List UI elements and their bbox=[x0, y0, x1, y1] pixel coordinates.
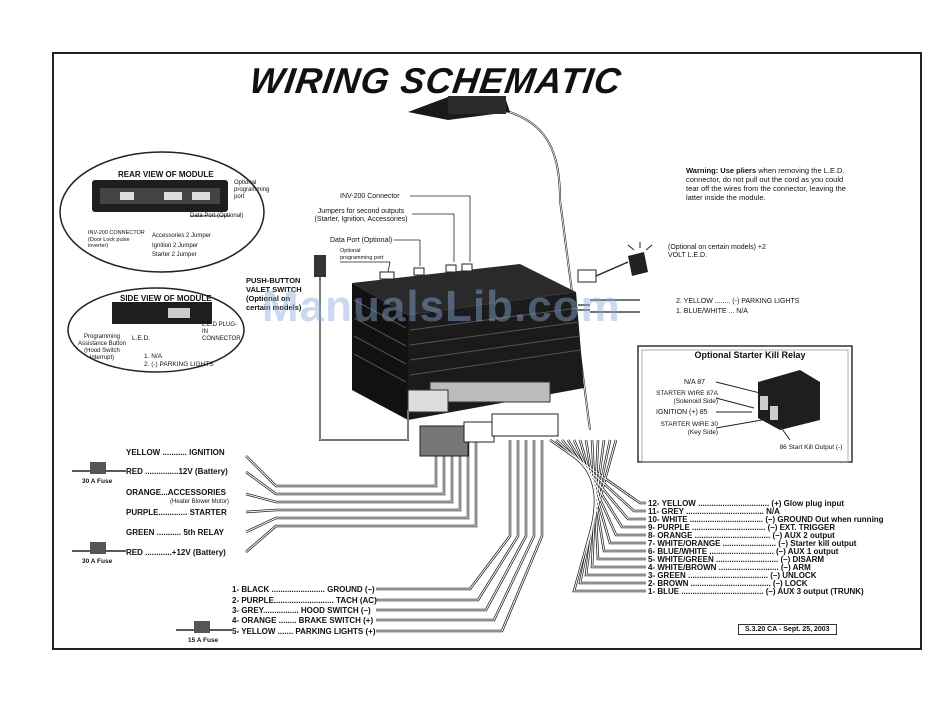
side-view-title: SIDE VIEW OF MODULE bbox=[120, 294, 212, 303]
bottom-wire-1: 1- BLACK ........................ GROUND… bbox=[232, 585, 375, 594]
left-wire-starter: PURPLE............. STARTER bbox=[126, 508, 227, 517]
led-connector bbox=[577, 269, 597, 283]
right-wire-11: 11- GREY ...............................… bbox=[648, 507, 780, 516]
right-wire-9: 9- PURPLE ..............................… bbox=[648, 523, 836, 532]
right-wire-3: 3- GREEN ...............................… bbox=[648, 571, 817, 580]
relay-ign85: IGNITION (+) 85 bbox=[656, 409, 708, 416]
label-led-opt: (Optional on certain models) +2 VOLT L.E… bbox=[668, 244, 766, 259]
led-icon bbox=[628, 252, 648, 276]
fuse-icon-2 bbox=[72, 542, 126, 554]
left-wire-5th-relay: GREEN ........... 5th RELAY bbox=[126, 528, 224, 537]
side-module bbox=[112, 302, 212, 324]
label-inv200: INV-200 Connector bbox=[340, 193, 400, 200]
label-opt-port: Optional programming port bbox=[340, 248, 384, 261]
page-title: WIRING SCHEMATIC bbox=[247, 60, 625, 101]
side-item-1: 1. N/A bbox=[144, 353, 163, 360]
fuse-label-1: 30 A Fuse bbox=[82, 478, 113, 485]
relay-86: 86 Start Kill Output (-) bbox=[779, 444, 843, 451]
rear-jumper-3: Starter 2 Jumper bbox=[152, 252, 197, 258]
rear-optional-port: Optional programming port bbox=[234, 180, 270, 200]
rear-inv-connector: INV-200 CONNECTOR (Door Lock pulse inver… bbox=[88, 230, 145, 249]
left-harness bbox=[245, 440, 478, 553]
bottom-wire-3: 3- GREY................ HOOD SWITCH (–) bbox=[232, 606, 371, 615]
side-led-plug: L.E.D PLUG-IN CONNECTOR bbox=[202, 322, 241, 342]
left-wire-accessories-note: (Heater Blower Motor) bbox=[170, 499, 230, 505]
left-wire-accessories: ORANGE...ACCESSORIES bbox=[126, 488, 227, 497]
warning-note: Warning: Use pliers when removing the L.… bbox=[686, 166, 846, 202]
rear-jumper-2: Ignition 2 Jumper bbox=[152, 243, 199, 249]
rear-data-port: Data Port (Optional) bbox=[190, 213, 244, 219]
label-na: 1. BLUE/WHITE ... N/A bbox=[676, 308, 748, 315]
label-data-port: Data Port (Optional) bbox=[330, 237, 393, 244]
right-wire-12: 12- YELLOW .............................… bbox=[648, 499, 845, 508]
side-programming: Programming Assistance Button (Hood Swit… bbox=[77, 334, 127, 361]
warning-bold: Warning: Use pliers bbox=[686, 166, 757, 175]
relay-30: STARTER WIRE 30 (Key Side) bbox=[660, 421, 718, 436]
revision-stamp: S.3.20 CA - Sept. 25, 2003 bbox=[738, 624, 837, 635]
label-parking: 2. YELLOW ........ (-) PARKING LIGHTS bbox=[676, 298, 800, 305]
main-module bbox=[352, 263, 584, 420]
rear-jumper-1: Accessories 2 Jumper bbox=[152, 233, 212, 239]
right-wire-8: 8- ORANGE ..............................… bbox=[648, 531, 835, 540]
schematic-frame bbox=[52, 52, 922, 650]
fuse-icon-3 bbox=[176, 621, 232, 633]
bottom-wire-5: 5- YELLOW ....... PARKING LIGHTS (+) bbox=[232, 627, 376, 636]
rear-view-title: REAR VIEW OF MODULE bbox=[118, 170, 214, 179]
right-wire-2: 2- BROWN ...............................… bbox=[648, 579, 808, 588]
bottom-wire-2: 2- PURPLE........................... TAC… bbox=[232, 596, 377, 605]
warning-text: when removing the L.E.D. connector, do n… bbox=[686, 166, 846, 202]
bottom-wire-4: 4- ORANGE ........ BRAKE SWITCH (+) bbox=[232, 616, 374, 625]
label-jumpers: Jumpers for second outputs (Starter, Ign… bbox=[314, 208, 408, 223]
right-wire-6: 6- BLUE/WHITE ..........................… bbox=[648, 547, 839, 556]
right-wire-1: 1- BLUE ................................… bbox=[648, 587, 864, 596]
right-wire-5: 5- WHITE/GREEN .........................… bbox=[648, 555, 825, 564]
relay-na87: N/A 87 bbox=[684, 379, 706, 386]
right-wire-4: 4- WHITE/BROWN .........................… bbox=[648, 563, 811, 572]
connector-6pin bbox=[419, 425, 469, 457]
relay-87a: STARTER WIRE 87A (Solenoid Side) bbox=[656, 390, 718, 405]
pushbutton-icon bbox=[314, 255, 326, 277]
left-wire-ignition: YELLOW ........... IGNITION bbox=[126, 448, 225, 457]
right-wire-7: 7- WHITE/ORANGE ........................… bbox=[648, 539, 857, 548]
connector-12pin bbox=[491, 413, 559, 437]
left-wire-battery-1: RED ...............12V (Battery) bbox=[126, 467, 228, 476]
watermark: ManualsLib.com bbox=[262, 282, 621, 331]
label-push-button: PUSH-BUTTON VALET SWITCH (Optional on ce… bbox=[246, 276, 302, 312]
fuse-label-2: 30 A Fuse bbox=[82, 558, 113, 565]
left-wire-battery-2: RED ............+12V (Battery) bbox=[126, 548, 226, 557]
right-wire-10: 10- WHITE ..............................… bbox=[648, 515, 884, 524]
fuse-label-3: 15 A Fuse bbox=[188, 637, 219, 644]
side-led: L.E.D. bbox=[132, 335, 151, 342]
side-item-2: 2. (-) PARKING LIGHTS bbox=[144, 361, 214, 368]
fuse-icon-1 bbox=[72, 462, 126, 474]
relay-title: Optional Starter Kill Relay bbox=[694, 350, 806, 360]
